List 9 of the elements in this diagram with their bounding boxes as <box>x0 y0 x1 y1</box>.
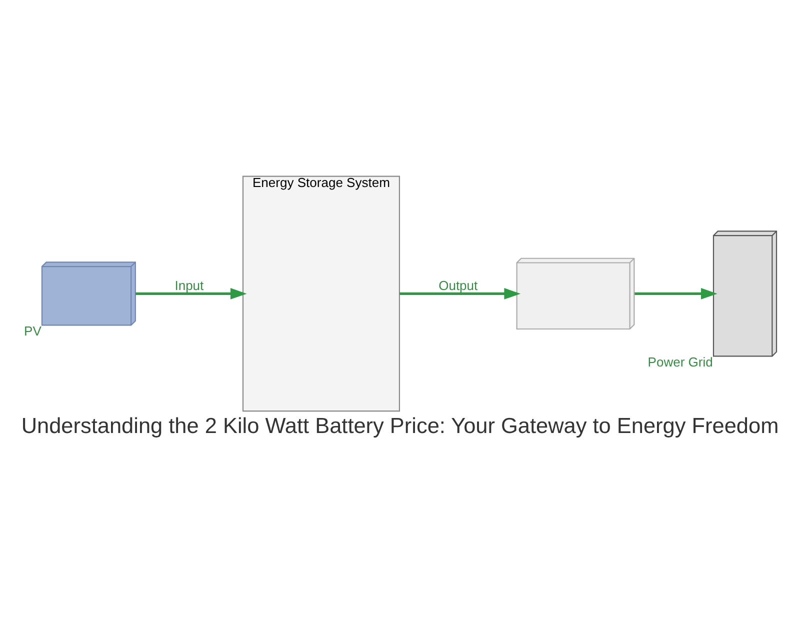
diagram-title: Understanding the 2 Kilo Watt Battery Price: Your Gateway to Energy Freedom <box>21 412 779 438</box>
node-label: PV <box>24 324 42 339</box>
node-label: Power Grid <box>648 354 713 370</box>
arrow <box>634 288 718 300</box>
edge-label: Output <box>438 278 478 294</box>
arrow <box>400 288 521 300</box>
arrow <box>136 288 247 300</box>
node-box: Energy Storage System <box>242 176 400 412</box>
edge-label: Input <box>174 278 204 294</box>
